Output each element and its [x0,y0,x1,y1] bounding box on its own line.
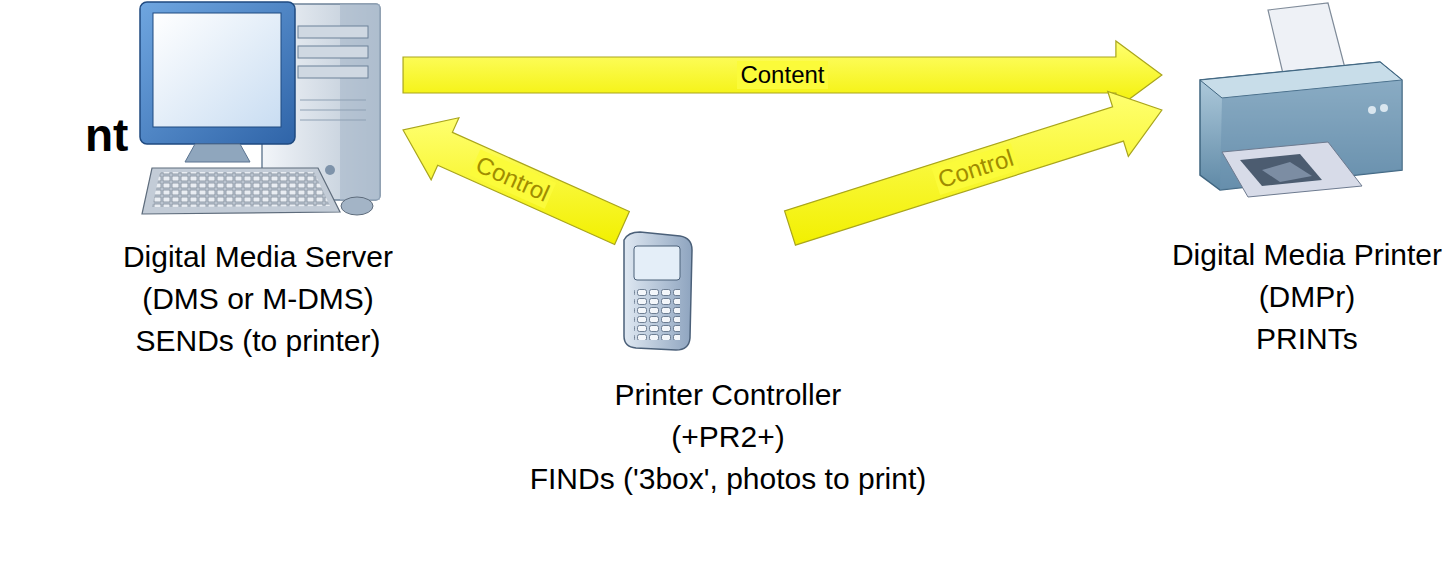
block-arrow [403,118,629,245]
computer-icon [140,2,380,215]
node-text: (+PR2+) [530,416,927,458]
node-text: Printer Controller [530,374,927,416]
printer-icon [1200,3,1402,197]
node-text: (DMS or M-DMS) [123,278,393,320]
cut-off-title: nt [85,108,128,162]
device-node: Digital Media Server(DMS or M-DMS)SENDs … [117,0,399,362]
node-text: (DMPr) [1172,276,1442,318]
device-node: Digital Media Printer(DMPr)PRINTs [1166,0,1448,360]
node-text: FINDs ('3box', photos to print) [530,458,927,500]
device-node: Printer Controller(+PR2+)FINDs ('3box', … [524,232,933,500]
arrow-label: Content [737,61,827,89]
block-arrow [785,92,1162,246]
arrow-label: Control [469,149,557,209]
block-arrow [403,41,1162,109]
node-text: Digital Media Printer [1172,234,1442,276]
node-text: PRINTs [1172,318,1442,360]
node-text: Digital Media Server [123,236,393,278]
phone-icon [624,232,692,350]
node-text: SENDs (to printer) [123,320,393,362]
